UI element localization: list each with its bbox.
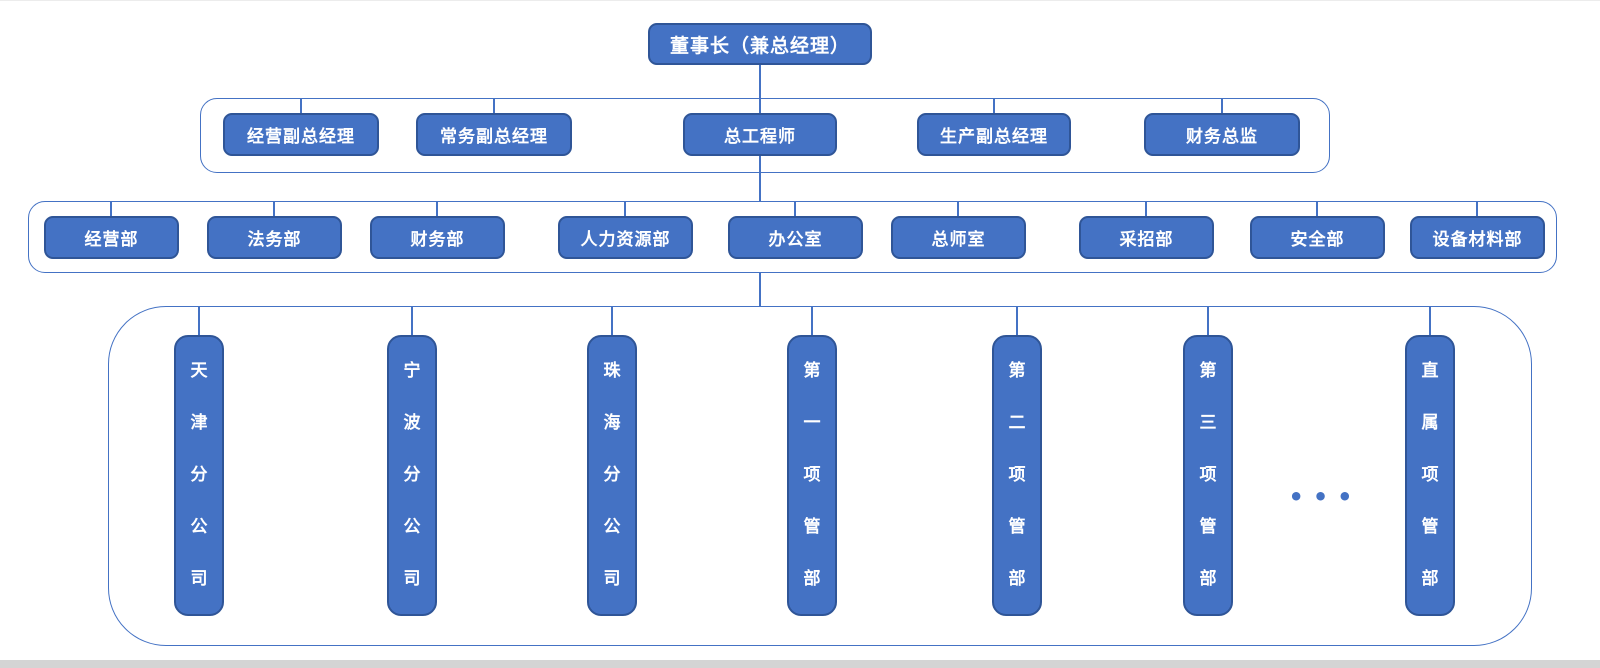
connector-root-to-level2 [759, 65, 761, 114]
node-business-deputy-gm: 经营副总经理 [223, 113, 379, 156]
node-legal-dept: 法务部 [207, 216, 342, 259]
level4-group-frame [108, 306, 1532, 646]
node-zhuhai-branch: 珠海分公司 [587, 335, 637, 616]
node-project-mgmt-dept-1: 第一项管部 [787, 335, 837, 616]
node-production-deputy-gm: 生产副总经理 [917, 113, 1071, 156]
node-ningbo-branch: 宁波分公司 [387, 335, 437, 616]
connector-level3-node-8 [1316, 201, 1318, 217]
node-executive-deputy-gm: 常务副总经理 [416, 113, 572, 156]
connector-level3-node-1 [110, 201, 112, 217]
connector-level4-node-6 [1207, 306, 1209, 336]
connector-level2-to-level3 [759, 156, 761, 202]
node-finance-dept: 财务部 [370, 216, 505, 259]
node-project-mgmt-dept-2: 第二项管部 [992, 335, 1042, 616]
connector-level3-node-9 [1476, 201, 1478, 217]
node-chief-engineer: 总工程师 [683, 113, 837, 156]
node-project-mgmt-dept-3: 第三项管部 [1183, 335, 1233, 616]
node-finance-director: 财务总监 [1144, 113, 1300, 156]
connector-level3-node-7 [1145, 201, 1147, 217]
node-equipment-materials-dept: 设备材料部 [1410, 216, 1545, 259]
connector-level3-node-2 [273, 201, 275, 217]
connector-level4-node-3 [611, 306, 613, 336]
connector-level4-node-7 [1429, 306, 1431, 336]
level2-group-frame [200, 98, 1330, 173]
connector-level3-node-6 [957, 201, 959, 217]
window-bottom-edge [0, 660, 1600, 668]
connector-level2-node-5 [1221, 98, 1223, 114]
connector-level4-node-5 [1016, 306, 1018, 336]
connector-level4-node-1 [198, 306, 200, 336]
ellipsis-more-departments: ••• [1288, 483, 1362, 511]
connector-level2-node-4 [993, 98, 995, 114]
node-direct-project-mgmt-dept: 直属项管部 [1405, 335, 1455, 616]
connector-level2-node-2 [493, 98, 495, 114]
node-chairman: 董事长（兼总经理） [648, 23, 872, 65]
node-safety-dept: 安全部 [1250, 216, 1385, 259]
node-tianjin-branch: 天津分公司 [174, 335, 224, 616]
level3-group-frame [28, 201, 1557, 273]
node-general-office: 办公室 [728, 216, 863, 259]
node-business-dept: 经营部 [44, 216, 179, 259]
node-hr-dept: 人力资源部 [558, 216, 693, 259]
connector-level4-node-4 [811, 306, 813, 336]
node-chief-engineer-office: 总师室 [891, 216, 1026, 259]
connector-level3-to-level4 [759, 273, 761, 307]
connector-level2-node-1 [300, 98, 302, 114]
connector-level4-node-2 [411, 306, 413, 336]
connector-level3-node-5 [794, 201, 796, 217]
connector-level3-node-4 [624, 201, 626, 217]
connector-level3-node-3 [436, 201, 438, 217]
node-procurement-dept: 采招部 [1079, 216, 1214, 259]
